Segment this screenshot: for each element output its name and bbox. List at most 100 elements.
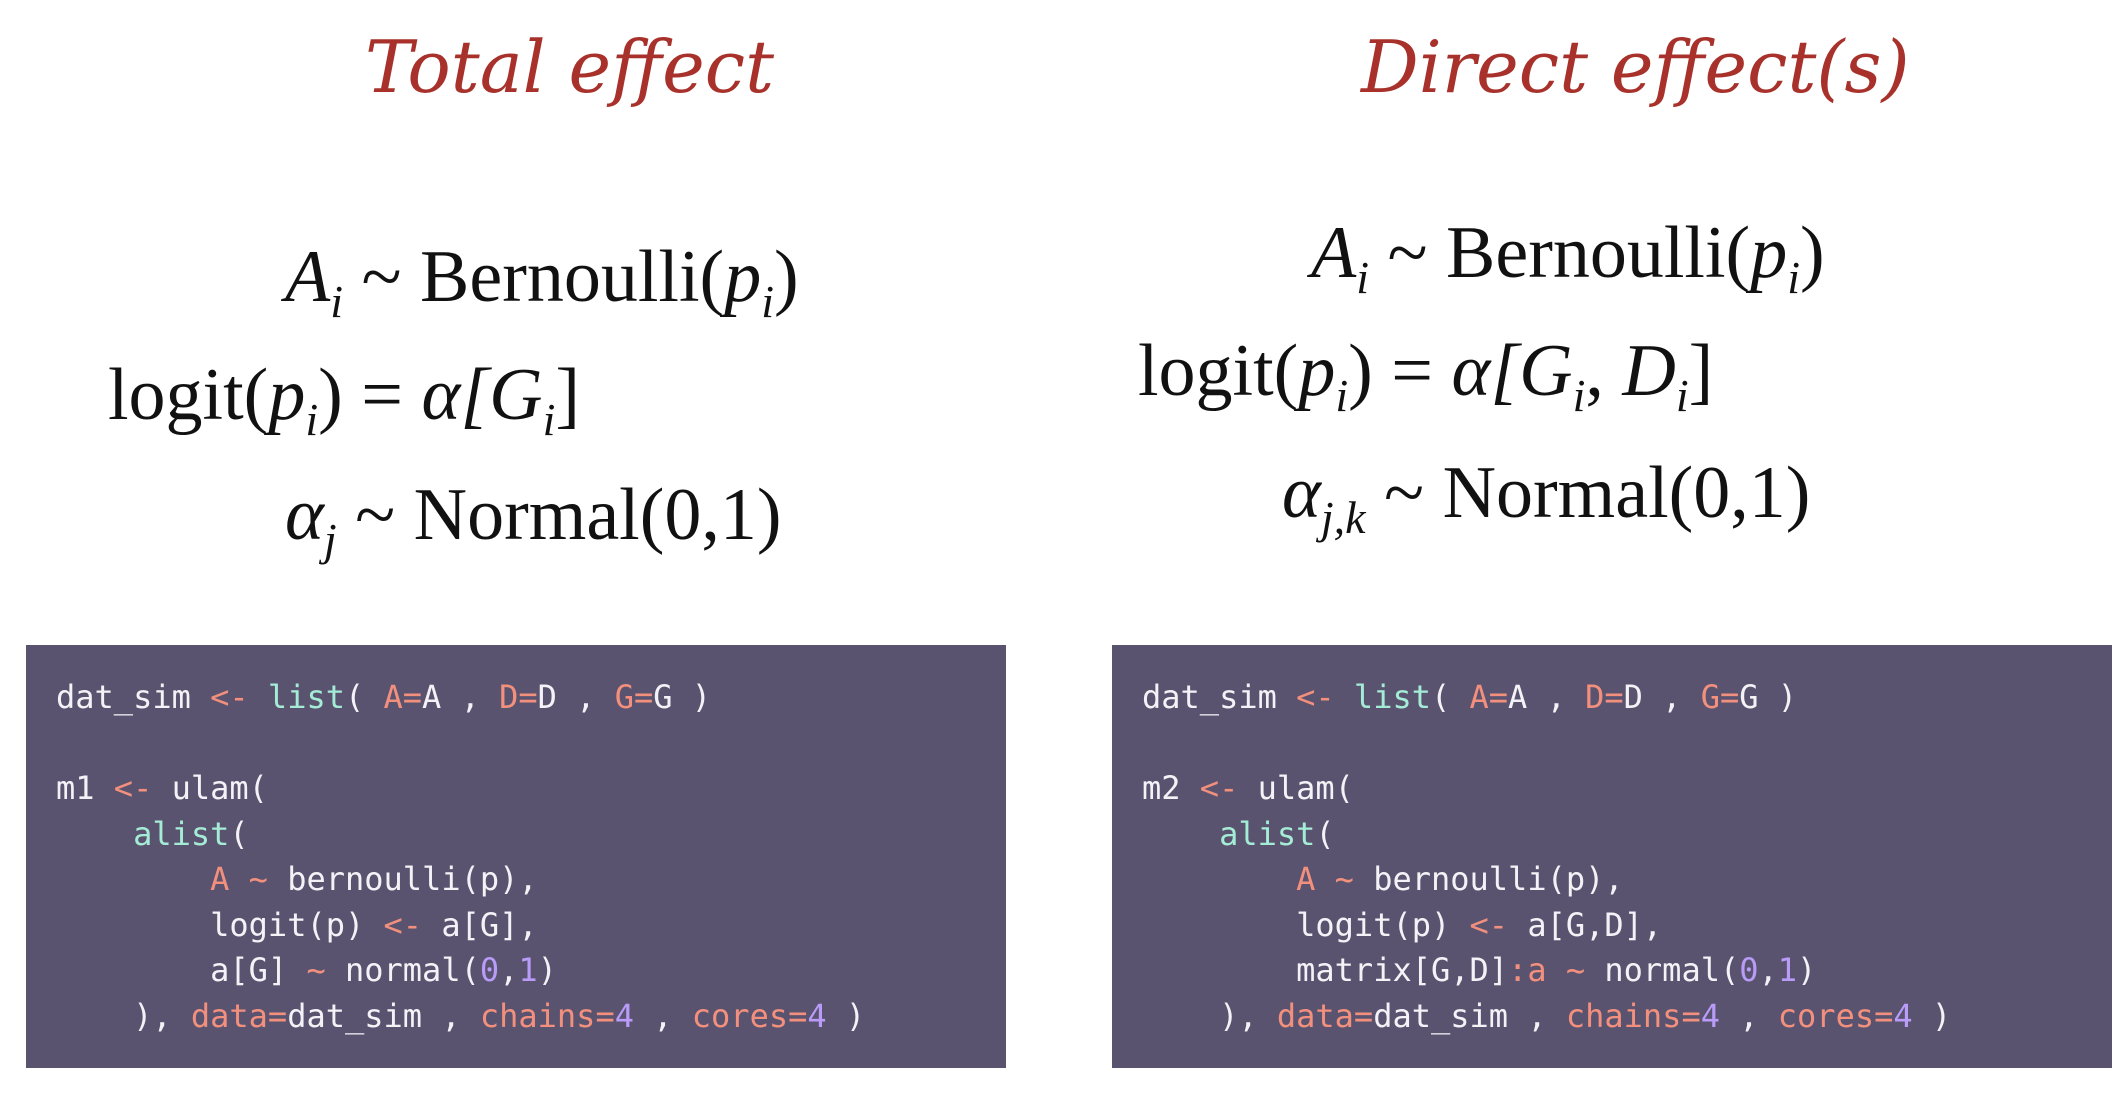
code-token: data — [1276, 996, 1354, 1035]
code-token: A , — [422, 678, 500, 716]
total-effect-title: Total effect — [365, 25, 775, 109]
eq-link: logit(pi) = α[Gi, Di] — [1138, 330, 1714, 422]
code-line: logit(p) <- a[G], — [56, 903, 1006, 949]
code-line — [56, 721, 1006, 767]
code-token: 0 — [479, 951, 500, 989]
code-token: , — [1758, 951, 1778, 989]
code-line: alist( — [1142, 812, 2112, 858]
code-token: ulam( — [1238, 769, 1354, 807]
code-token: <- — [1469, 905, 1509, 944]
code-token — [1142, 860, 1296, 898]
code-token: = — [1681, 996, 1701, 1035]
code-token: 4 — [1700, 996, 1720, 1035]
code-token: a[G] — [56, 951, 307, 989]
code-token: = — [788, 996, 808, 1035]
eq-prior: αj ~ Normal(0,1) — [285, 474, 782, 566]
code-token: logit(p) — [56, 905, 384, 944]
code-token: G ) — [1739, 678, 1798, 716]
code-token: 1 — [1777, 951, 1798, 989]
code-token: 4 — [807, 996, 827, 1035]
code-token: <- — [1199, 769, 1239, 807]
code-token: ), — [1142, 996, 1277, 1035]
code-token: ) — [1797, 951, 1817, 989]
code-token: <- — [1296, 678, 1335, 716]
direct-effect-title: Direct effect(s) — [1361, 25, 1910, 109]
code-token: ~ — [1565, 951, 1586, 989]
code-token: A , — [1508, 678, 1586, 716]
code-token: ulam( — [152, 769, 268, 807]
code-block-m1: dat_sim <- list( A=A , D=D , G=G )m1 <- … — [26, 645, 1006, 1068]
code-token: bernoulli(p), — [1353, 860, 1624, 898]
code-line: matrix[G,D]:a ~ normal(0,1) — [1142, 948, 2112, 994]
code-token: = — [1488, 678, 1509, 716]
code-block-m2: dat_sim <- list( A=A , D=D , G=G ) m2 <- … — [1112, 645, 2112, 1068]
code-token: ) — [1912, 996, 1952, 1035]
code-token: ( — [344, 678, 384, 716]
code-line: m1 <- ulam( — [56, 766, 1006, 812]
code-token: normal( — [1585, 951, 1740, 989]
code-token: A — [1469, 678, 1489, 716]
code-token — [1547, 951, 1566, 989]
code-line: A ~ bernoulli(p), — [1142, 857, 2112, 903]
code-token: : — [1508, 951, 1528, 989]
code-line: A ~ bernoulli(p), — [56, 857, 1006, 903]
code-line: alist( — [56, 812, 1006, 858]
code-token: alist — [1219, 814, 1316, 853]
code-token: ~ — [306, 951, 326, 989]
code-token: m2 — [1142, 769, 1200, 807]
eq-link: logit(pi) = α[Gi] — [108, 354, 581, 446]
code-token: = — [1604, 678, 1624, 716]
code-token: D , — [1623, 678, 1701, 716]
code-token: ) — [826, 996, 866, 1035]
code-line — [1142, 721, 2112, 767]
code-line: m2 <- ulam( — [1142, 766, 2112, 812]
code-line: ), data=dat_sim , chains=4 , cores=4 ) — [56, 994, 1006, 1040]
direct-effect-panel: Direct effect(s) Ai ~ Bernoulli(pi) logi… — [1086, 0, 2116, 1094]
code-token: ~ — [1334, 860, 1354, 898]
code-token: dat_sim , — [1373, 996, 1566, 1035]
code-token: = — [1353, 996, 1374, 1035]
code-token: A — [1296, 860, 1316, 898]
code-token — [249, 678, 268, 716]
code-token: a — [1527, 951, 1547, 989]
code-token — [1315, 860, 1334, 898]
code-token: 1 — [518, 951, 538, 989]
eq-likelihood: Ai ~ Bernoulli(pi) — [285, 236, 799, 328]
code-token: bernoulli(p), — [267, 860, 538, 898]
code-token: a[G,D], — [1508, 905, 1663, 944]
code-token: 4 — [1893, 996, 1913, 1035]
code-token: = — [402, 678, 423, 716]
code-token: , — [499, 951, 519, 989]
code-token: ) — [537, 951, 557, 989]
code-token: 4 — [614, 996, 634, 1035]
code-token: <- — [113, 769, 153, 807]
code-token: D — [1585, 678, 1605, 716]
code-token: D — [499, 678, 519, 716]
code-token: = — [633, 678, 654, 716]
code-token: logit(p) — [1142, 905, 1470, 944]
code-token — [56, 815, 133, 853]
code-token: dat_sim — [1142, 678, 1297, 716]
code-line: ), data=dat_sim , chains=4 , cores=4 ) — [1142, 994, 2112, 1040]
code-line: dat_sim <- list( A=A , D=D , G=G ) — [56, 675, 1006, 721]
code-token: chains — [1565, 996, 1682, 1035]
code-token: , — [633, 996, 692, 1035]
code-token: list — [1353, 678, 1431, 716]
code-token: = — [1719, 678, 1740, 716]
code-token: = — [595, 996, 615, 1035]
code-line: dat_sim <- list( A=A , D=D , G=G ) — [1142, 675, 2112, 721]
code-token: ), — [56, 996, 191, 1035]
code-token: A — [210, 860, 230, 898]
code-token: cores — [1777, 996, 1875, 1035]
code-token — [1142, 815, 1219, 853]
code-token: normal( — [325, 951, 480, 989]
code-token: <- — [210, 678, 249, 716]
code-token: matrix[G,D] — [1142, 951, 1509, 989]
code-token — [229, 860, 248, 898]
code-token: ( — [1315, 814, 1335, 853]
code-line: logit(p) <- a[G,D], — [1142, 903, 2112, 949]
eq-prior: αj,k ~ Normal(0,1) — [1282, 452, 1811, 544]
code-token: dat_sim — [56, 678, 211, 716]
code-token: D , — [537, 678, 615, 716]
code-token: ( — [229, 814, 249, 853]
